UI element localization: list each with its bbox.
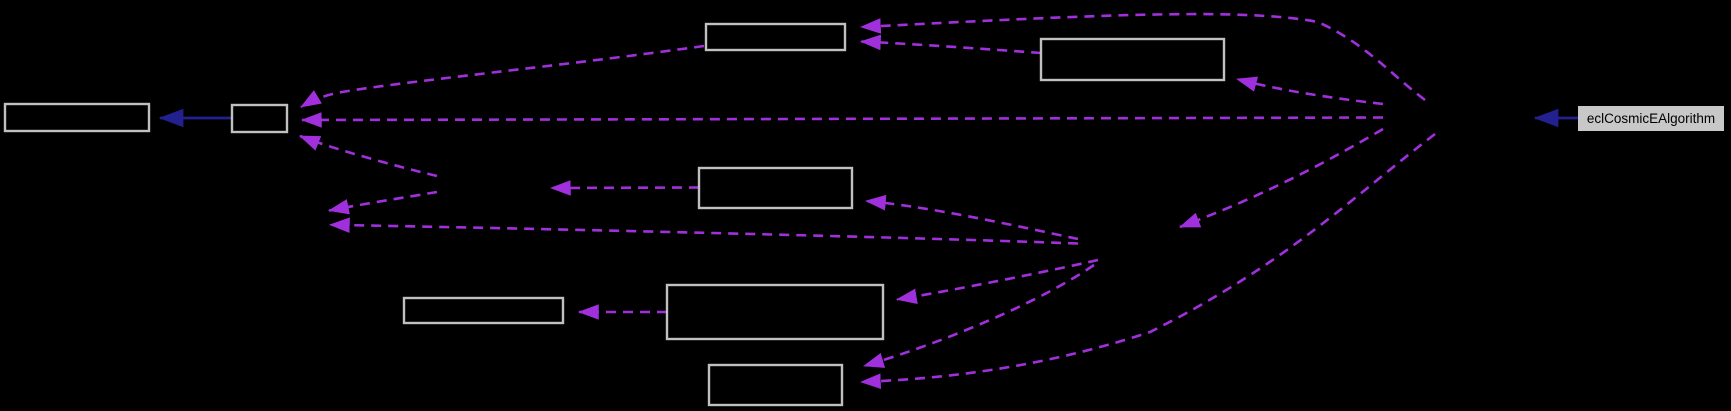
edge-usage-hidden-mid-to-hidden-left [328,217,1079,245]
edge-usage-hub-to-topright [1235,76,1384,106]
node-box-large-center[interactable] [665,283,885,341]
edge-usage-hidden-center-to-hidden-left [327,190,438,215]
node-box-lower-left[interactable] [402,296,565,325]
edge-usage-hidden-mid-to-bottom [863,263,1095,368]
main-node-box[interactable] [1578,106,1724,131]
edge-usage-hub-to-smallbox [300,112,1384,128]
edge-usage-hidden-mid-to-middle [864,194,1079,241]
node-box-middle[interactable] [697,166,854,210]
edge-usage-hidden-mid-to-large [895,258,1099,305]
edge-usage-topright-to-topcenter [859,34,1042,55]
edge-usage-middle-to-hidden-center [549,180,700,196]
usage-edge-group [299,12,1436,389]
node-group [3,22,1226,407]
main-node[interactable]: eclCosmicEAlgorithm [1578,106,1724,131]
edge-usage-hub-to-bottom [859,132,1436,389]
node-box-top-center[interactable] [704,22,847,52]
edge-usage-hidden-center-to-smallbox [299,134,438,178]
node-box-far-left[interactable] [3,102,151,133]
node-box-small[interactable] [230,103,289,134]
edge-usage-hub-to-hidden-mid [1179,127,1384,229]
node-box-top-right[interactable] [1039,37,1226,82]
node-box-bottom[interactable] [707,363,844,407]
main-node-label: eclCosmicEAlgorithm [1587,111,1715,126]
edge-usage-hub-to-topcenter [859,12,1426,102]
